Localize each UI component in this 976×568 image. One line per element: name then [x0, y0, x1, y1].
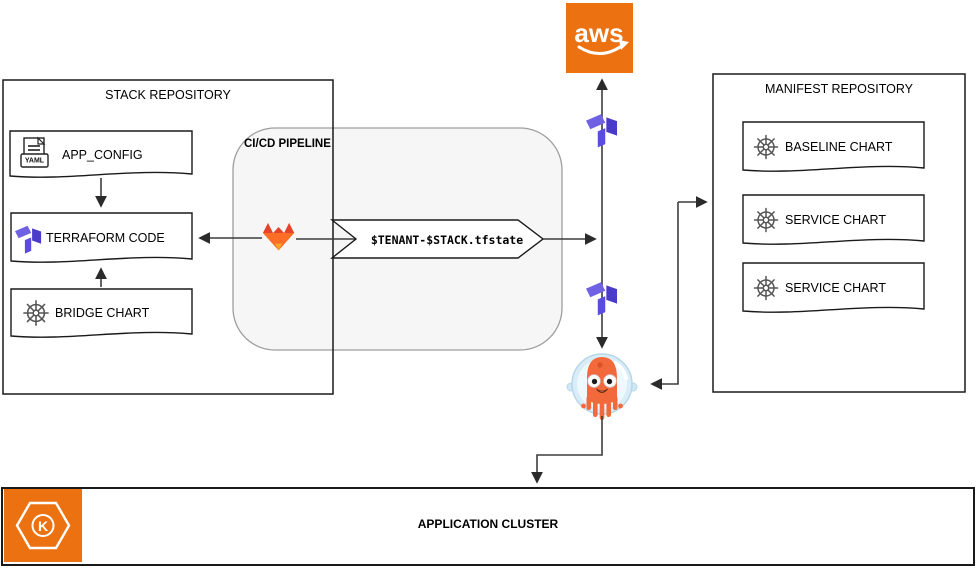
terraform-icon [586, 282, 618, 316]
app-config-node [9, 130, 193, 178]
manifest-repository-box [712, 73, 966, 393]
terraform-code-node [10, 212, 193, 263]
arrow-manifest-to-argocd [650, 202, 679, 390]
manifest-repository-title: MANIFEST REPOSITORY [765, 82, 914, 96]
yaml-badge: YAML [25, 158, 45, 165]
eks-hexagon [15, 501, 71, 550]
eks-letter: K [38, 518, 48, 534]
stack-repository-title: STACK REPOSITORY [105, 88, 231, 102]
cicd-pipeline-title: CI/CD PIPELINE [244, 138, 331, 150]
eks-circle [31, 514, 55, 537]
baseline-chart-node [742, 121, 925, 172]
baseline-chart-label: BASELINE CHART [785, 140, 893, 154]
tfstate-artifact-label: $TENANT-$STACK.tfstate [371, 233, 523, 247]
service-chart-label: SERVICE CHART [785, 281, 886, 295]
arrow-argocd-to-cluster [531, 416, 603, 484]
bridge-chart-node [10, 288, 193, 338]
terraform-code-label: TERRAFORM CODE [46, 231, 165, 245]
stack-repository-box [2, 79, 334, 395]
aws-smile [577, 43, 625, 55]
argocd-octopus-icon [566, 353, 638, 420]
service-chart-node [742, 262, 925, 313]
yaml-file-icon: YAML [20, 136, 49, 168]
argocd-smile [596, 388, 608, 393]
service-chart-node [742, 194, 925, 245]
eks-kubernetes-icon: K [4, 489, 82, 562]
application-cluster-box [1, 487, 975, 566]
bridge-chart-label: BRIDGE CHART [55, 306, 150, 320]
service-chart-label: SERVICE CHART [785, 213, 886, 227]
aws-smile-arrow [619, 40, 629, 50]
aws-logo: aws [566, 3, 633, 73]
terraform-icon [586, 114, 618, 148]
application-cluster-title: APPLICATION CLUSTER [418, 517, 559, 531]
app-config-label: APP_CONFIG [62, 148, 143, 162]
argocd-head [587, 357, 617, 404]
page-fold [37, 136, 46, 145]
tfstate-artifact-shape [329, 219, 545, 259]
aws-logo-text: aws [574, 18, 623, 48]
